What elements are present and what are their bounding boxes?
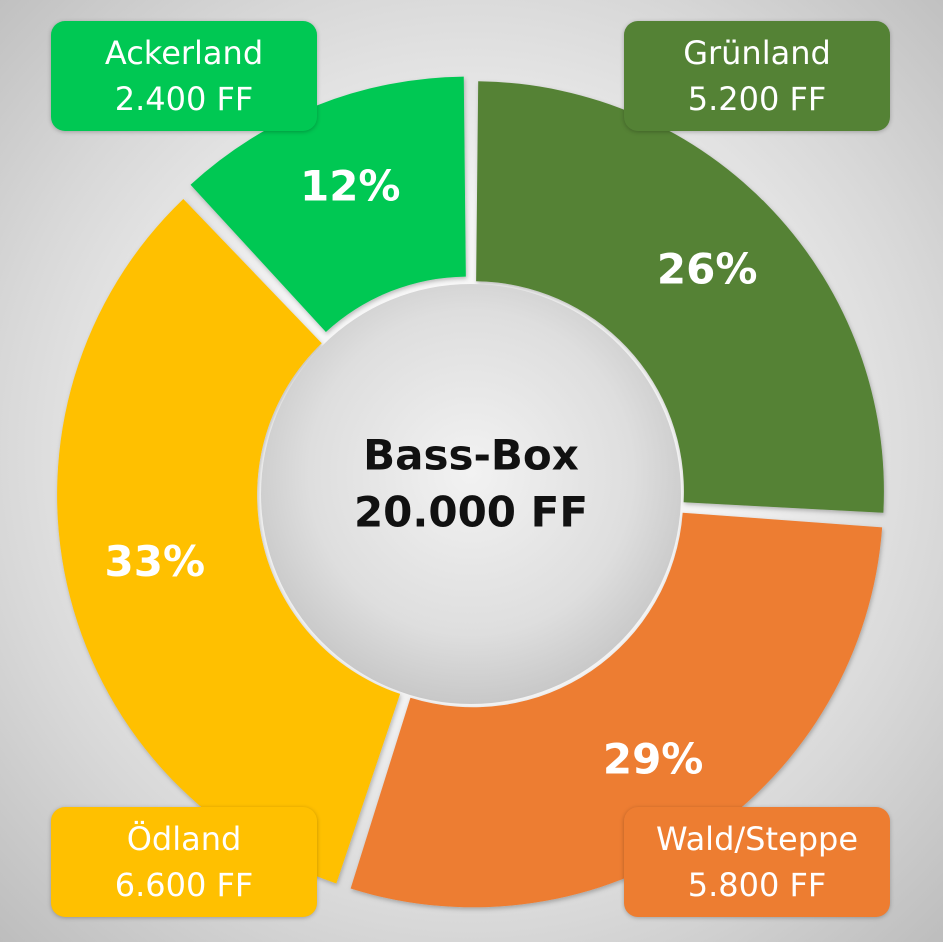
slice-label-ackerland: 12%: [300, 162, 401, 211]
callout-gruenland: Grünland 5.200 FF: [624, 21, 890, 131]
center-total: 20.000 FF: [354, 488, 588, 537]
callout-gruenland-name: Grünland: [683, 33, 831, 72]
callout-oedland-value: 6.600 FF: [114, 866, 254, 904]
donut-hole: [261, 284, 681, 704]
slice-label-oedland: 33%: [105, 537, 206, 586]
callout-wald-steppe: Wald/Steppe 5.800 FF: [624, 807, 890, 917]
callout-oedland: Ödland 6.600 FF: [51, 807, 317, 917]
callout-ackerland-value: 2.400 FF: [114, 80, 254, 118]
callout-ackerland: Ackerland 2.400 FF: [51, 21, 317, 131]
callout-wald-steppe-value: 5.800 FF: [687, 866, 827, 904]
slice-label-wald-steppe: 29%: [603, 734, 704, 783]
callout-oedland-name: Ödland: [126, 819, 242, 858]
center-title: Bass-Box: [363, 431, 579, 480]
callout-ackerland-name: Ackerland: [104, 33, 264, 72]
slice-ackerland: [190, 76, 466, 332]
callout-gruenland-value: 5.200 FF: [687, 80, 827, 118]
slice-gruenland: [476, 81, 884, 513]
slice-oedland: [57, 198, 401, 884]
callout-wald-steppe-name: Wald/Steppe: [655, 819, 859, 858]
slice-wald-steppe: [350, 512, 883, 908]
slice-label-gruenland: 26%: [657, 245, 758, 294]
